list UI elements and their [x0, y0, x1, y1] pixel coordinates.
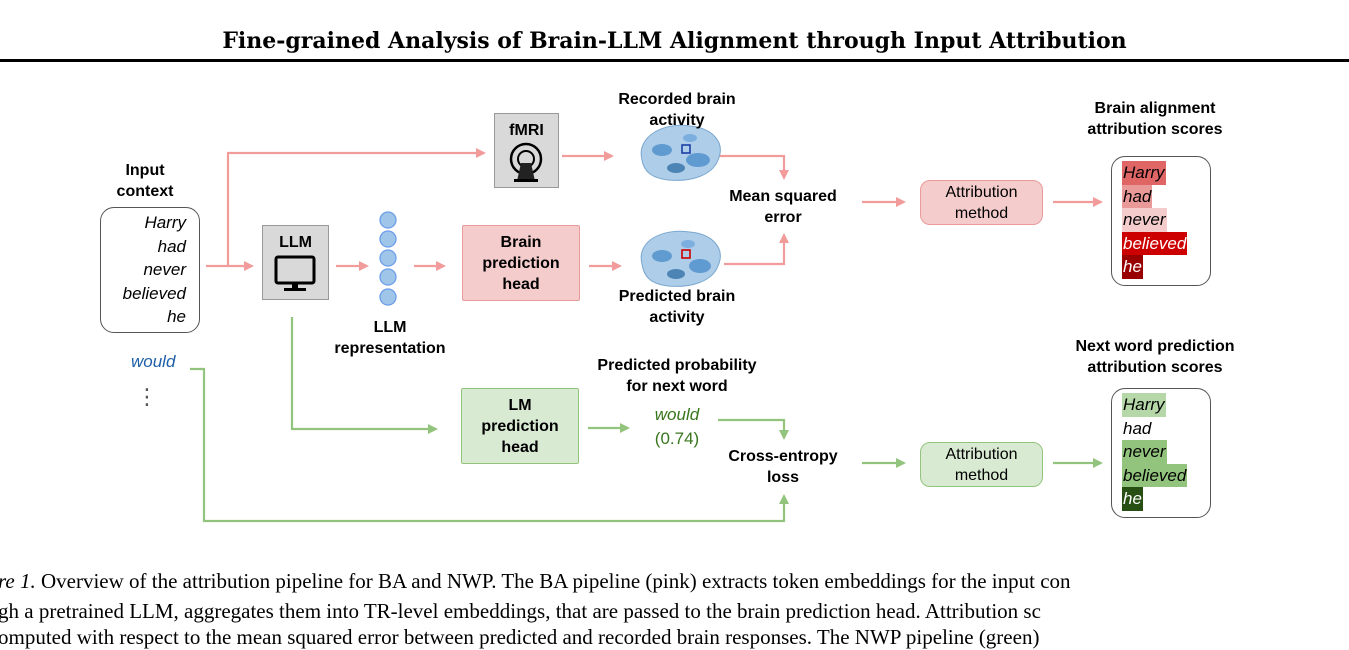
fmri-box: fMRI: [494, 113, 559, 188]
brain-head-line1: Brain: [500, 234, 542, 251]
caption-label: re 1.: [0, 569, 36, 593]
nwp-scores-token: had: [1122, 416, 1187, 440]
input-words: Harry had never believed he: [123, 211, 186, 329]
token-highlight: never: [1122, 208, 1167, 232]
predicted-brain-activity-label: Predicted brain activity: [597, 286, 757, 328]
input-word: never: [143, 260, 186, 279]
title-rule: [0, 59, 1349, 62]
brain-head-line2: prediction: [482, 255, 560, 272]
nwp-scores-token: never: [1122, 440, 1187, 464]
next-word-would: would: [131, 352, 176, 371]
token-highlight: had: [1122, 416, 1153, 440]
predicted-word: would: [654, 405, 700, 424]
llm-rep-line2: representation: [334, 340, 446, 357]
token-highlight: believed: [1122, 463, 1188, 487]
token-highlight: never: [1122, 440, 1167, 464]
nwp-scores-heading: Next word prediction attribution scores: [1040, 336, 1270, 378]
mse-line2: error: [764, 209, 802, 226]
token-highlight: Harry: [1122, 161, 1166, 185]
token-highlight: had: [1122, 184, 1153, 208]
attr-bottom-line2: method: [954, 467, 1009, 484]
figure-title: Fine-grained Analysis of Brain-LLM Align…: [222, 28, 1127, 54]
fmri-label: fMRI: [509, 122, 544, 139]
attribution-method-ba-box: Attribution method: [920, 180, 1043, 225]
attr-top-line2: method: [954, 205, 1009, 222]
recorded-line2: activity: [649, 112, 705, 129]
ba-scores-token: never: [1122, 208, 1187, 232]
ce-line2: loss: [766, 469, 799, 486]
input-context-box: Harry had never believed he: [100, 207, 200, 333]
input-word: had: [157, 236, 186, 256]
input-word: he: [167, 307, 186, 326]
caption-line1-text: Overview of the attribution pipeline for…: [35, 569, 1071, 593]
lm-head-line2: prediction: [481, 418, 559, 435]
brain-prediction-head-box: Brain prediction head: [462, 225, 580, 301]
predicted-probability-value: (0.74): [654, 429, 700, 448]
input-heading-line1: Input: [125, 162, 165, 179]
arrow-would-to-ce: [190, 367, 789, 523]
llm-representation-icon: [379, 211, 397, 306]
ba-scores-token: he: [1122, 255, 1187, 279]
recorded-line1: Recorded brain: [618, 91, 736, 108]
recorded-brain-icon: [640, 124, 721, 181]
ce-line1: Cross-entropy: [728, 448, 838, 465]
attr-top-line1: Attribution: [945, 184, 1018, 201]
input-word: Harry: [144, 213, 186, 232]
cross-entropy-label: Cross-entropy loss: [711, 446, 855, 488]
llm-box: LLM: [262, 225, 329, 300]
pred-prob-line2: for next word: [626, 378, 728, 395]
token-highlight: he: [1122, 487, 1143, 511]
llm-rep-line1: LLM: [373, 319, 407, 336]
llm-label: LLM: [279, 234, 312, 251]
nwp-heading-line1: Next word prediction: [1075, 338, 1235, 355]
lm-head-line3: head: [501, 439, 539, 456]
llm-representation-label: LLM representation: [310, 317, 470, 359]
nwp-heading-line2: attribution scores: [1087, 359, 1223, 376]
predicted-probability-label: Predicted probability for next word: [572, 355, 782, 397]
input-heading-line2: context: [116, 183, 174, 200]
token-highlight: believed: [1122, 231, 1188, 255]
caption-line1: re 1. Overview of the attribution pipeli…: [0, 568, 1347, 594]
ba-scores-token: Harry: [1122, 161, 1187, 185]
nwp-scores-token: believed: [1122, 463, 1188, 487]
recorded-brain-activity-label: Recorded brain activity: [597, 89, 757, 131]
arrow-llm-to-lmhead: [290, 317, 438, 434]
caption-line2: gh a pretrained LLM, aggregates them int…: [0, 599, 1041, 623]
mse-line1: Mean squared: [729, 188, 837, 205]
ba-heading-line1: Brain alignment: [1094, 100, 1216, 117]
predicted-line1: Predicted brain: [618, 288, 736, 305]
ba-scores-heading: Brain alignment attribution scores: [1055, 98, 1255, 140]
ba-scores-token: believed: [1122, 231, 1188, 255]
monitor-icon: [274, 255, 316, 291]
ba-scores-token: had: [1122, 184, 1187, 208]
arrow-recorded-to-mse: [718, 154, 789, 180]
caption-line3: omputed with respect to the mean squared…: [0, 625, 1040, 649]
predicted-brain-icon: [640, 230, 721, 287]
token-highlight: Harry: [1122, 393, 1166, 417]
token-highlight: he: [1122, 255, 1143, 279]
ellipsis-icon: ⋮: [136, 385, 158, 410]
brain-head-line3: head: [502, 276, 540, 293]
arrow-input-to-fmri: [226, 148, 486, 266]
input-context-heading: Input context: [100, 160, 190, 202]
predicted-line2: activity: [649, 309, 705, 326]
mri-scanner-icon: [509, 142, 543, 182]
ba-heading-line2: attribution scores: [1087, 121, 1223, 138]
input-word: believed: [122, 283, 186, 303]
pred-prob-line1: Predicted probability: [597, 357, 757, 374]
nwp-scores-token: Harry: [1122, 393, 1187, 417]
attr-bottom-line1: Attribution: [945, 446, 1018, 463]
lm-head-line1: LM: [508, 397, 532, 414]
arrow-prob-to-ce: [718, 418, 789, 440]
lm-prediction-head-box: LM prediction head: [461, 388, 579, 464]
mean-squared-error-label: Mean squared error: [711, 186, 855, 228]
nwp-scores-token: he: [1122, 487, 1187, 511]
arrow-predicted-to-mse: [724, 233, 789, 266]
attribution-method-nwp-box: Attribution method: [920, 442, 1043, 487]
